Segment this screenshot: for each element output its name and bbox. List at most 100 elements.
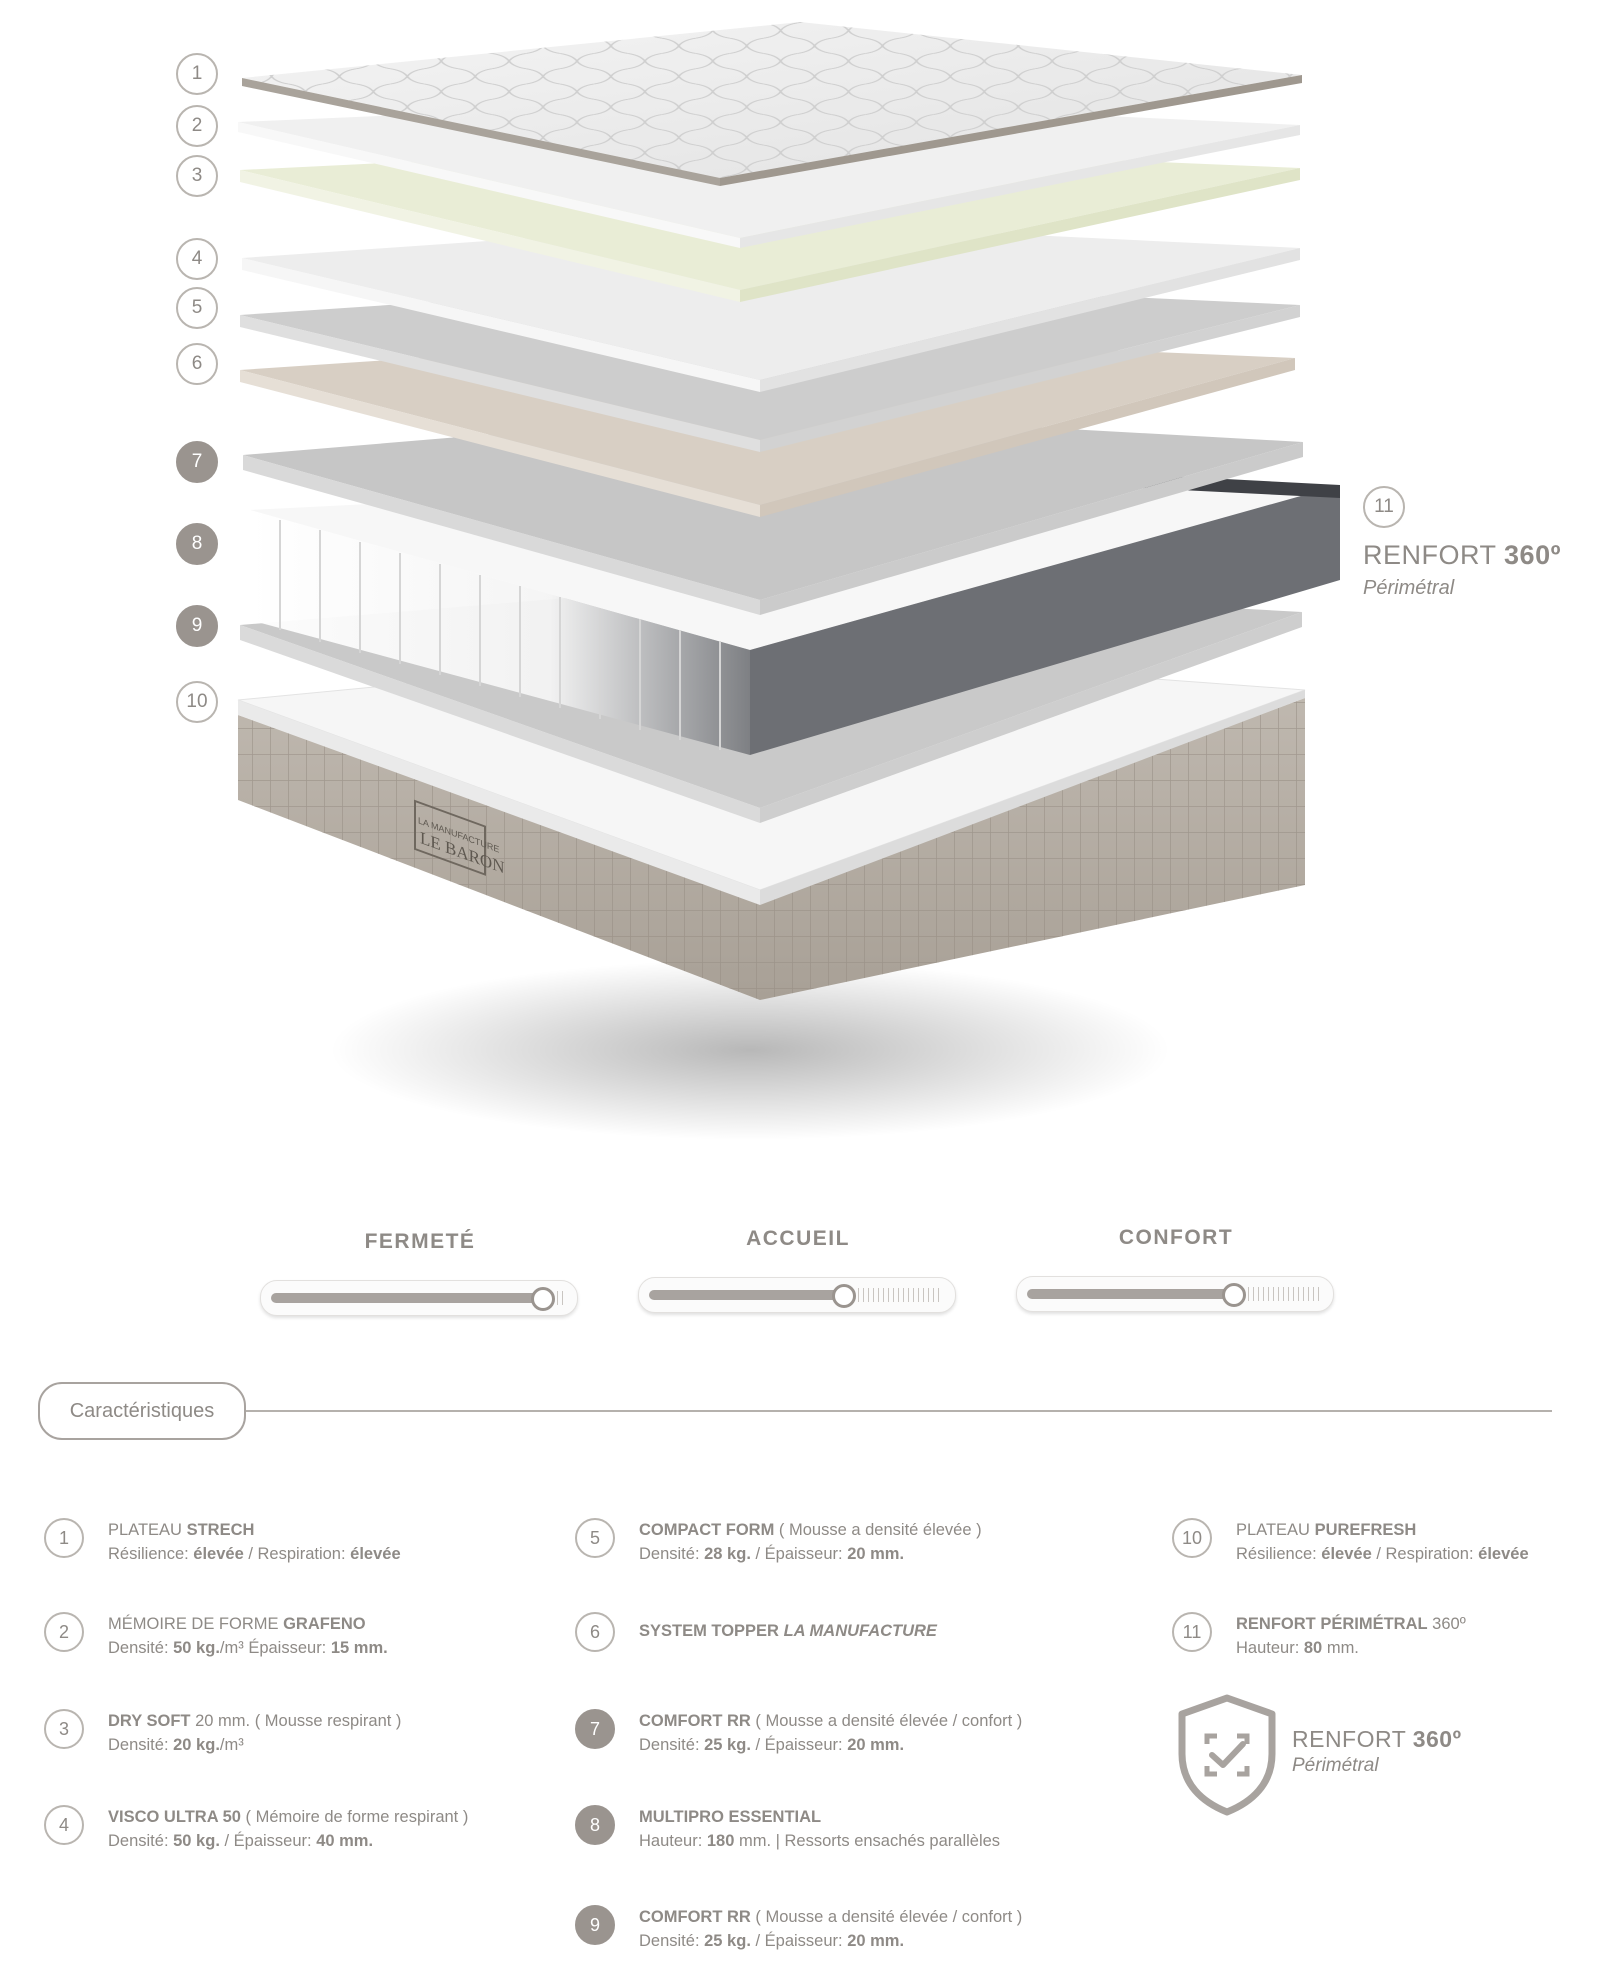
feature-title: DRY SOFT 20 mm. ( Mousse respirant ) [108,1709,401,1733]
reinforcement-title: RENFORT 360º [1363,540,1561,571]
layer-marker-10: 10 [176,681,218,723]
feature-detail-part: mm. [1322,1639,1359,1657]
feature-title-bold: DRY SOFT [108,1712,191,1730]
feature-title: PLATEAU STRECH [108,1518,401,1542]
feature-detail-part: / Épaisseur: [750,1932,848,1950]
feature-detail-part: / Épaisseur: [750,1545,848,1563]
feature-title-bold: MULTIPRO ESSENTIAL [639,1808,822,1826]
feature-title-bold: COMFORT RR [639,1712,751,1730]
feature-detail-value: élevée [193,1545,244,1563]
rating-slider-knob[interactable] [1222,1283,1247,1307]
feature-title-suffix: ( Mousse a densité élevée ) [774,1521,982,1539]
shield-badge-title: RENFORT 360º [1292,1726,1462,1753]
feature-detail-value: 25 kg. [704,1736,751,1754]
feature-detail-part: Densité: [108,1639,174,1657]
feature-number: 7 [575,1709,615,1749]
feature-detail-part: Résilience: [108,1545,194,1563]
feature-text: COMFORT RR ( Mousse a densité élevée / c… [639,1905,1022,1953]
feature-detail: Hauteur: 80 mm. [1236,1636,1466,1660]
feature-title: RENFORT PÉRIMÉTRAL 360º [1236,1612,1466,1636]
feature-detail-part: Densité: [108,1832,174,1850]
feature-detail-part: / Épaisseur: [750,1736,848,1754]
feature-title: SYSTEM TOPPER LA MANUFACTURE [639,1619,937,1643]
feature-detail: Hauteur: 180 mm. | Ressorts ensachés par… [639,1829,1000,1853]
feature-title: MÉMOIRE DE FORME GRAFENO [108,1612,388,1636]
rating-slider-fill [1027,1289,1235,1299]
feature-detail: Densité: 25 kg. / Épaisseur: 20 mm. [639,1929,1022,1953]
feature-title-bold: VISCO ULTRA 50 [108,1808,241,1826]
layer-marker-3: 3 [176,155,218,197]
feature-detail-value: 80 [1303,1639,1323,1657]
layer-marker-1: 1 [176,53,218,95]
feature-number: 10 [1172,1518,1212,1558]
feature-detail: Densité: 28 kg. / Épaisseur: 20 mm. [639,1542,982,1566]
feature-detail-value: élevée [1321,1545,1372,1563]
feature-detail-part: Hauteur: [1236,1639,1304,1657]
feature-number: 3 [44,1709,84,1749]
feature-number: 5 [575,1518,615,1558]
feature-detail-value: élevée [350,1545,401,1563]
rating-slider-track[interactable] [638,1277,956,1313]
feature-detail: Résilience: élevée / Respiration: élevée [1236,1542,1529,1566]
feature-text: COMPACT FORM ( Mousse a densité élevée )… [639,1518,982,1566]
feature-detail-part: /m³ [219,1736,244,1754]
rating-label: ACCUEIL [746,1227,850,1250]
reinforcement-title-bold: 360º [1504,540,1561,570]
feature-detail-value: 40 mm. [316,1832,374,1850]
feature-number: 1 [44,1518,84,1558]
feature-detail-value: 25 kg. [704,1932,751,1950]
feature-detail-value: 20 mm. [847,1736,905,1754]
feature-title-suffix: 20 mm. ( Mousse respirant ) [190,1712,402,1730]
feature-text: COMFORT RR ( Mousse a densité élevée / c… [639,1709,1022,1757]
feature-title: COMPACT FORM ( Mousse a densité élevée ) [639,1518,982,1542]
reinforcement-subtitle: Périmétral [1363,577,1455,599]
rating-slider-knob[interactable] [832,1284,857,1308]
feature-title-bold: SYSTEM TOPPER [639,1622,784,1640]
rating-fermete: FERMETÉ [260,1230,580,1316]
rating-slider-knob[interactable] [531,1287,556,1311]
rating-slider-ticks [1248,1287,1319,1301]
layer-marker-11: 11 [1363,486,1405,528]
rating-slider-fill [649,1290,845,1300]
feature-text: MULTIPRO ESSENTIAL Hauteur: 180 mm. | Res… [639,1805,1000,1853]
feature-detail: Densité: 50 kg. / Épaisseur: 40 mm. [108,1829,468,1853]
feature-number: 6 [575,1612,615,1652]
feature-text: VISCO ULTRA 50 ( Mémoire de forme respir… [108,1805,468,1853]
feature-number: 4 [44,1805,84,1845]
feature-title-prefix: MÉMOIRE DE FORME [108,1615,284,1633]
characteristics-tab[interactable]: Caractéristiques [38,1382,246,1440]
feature-title-bold: PUREFRESH [1314,1521,1417,1539]
layer-marker-6: 6 [176,343,218,385]
feature-title-italic: LA MANUFACTURE [783,1622,937,1640]
rating-slider-ticks [557,1291,563,1305]
feature-detail: Densité: 20 kg./m³ [108,1733,401,1757]
mattress-exploded-illustration: LA MANUFACTURE LE BARON [176,22,1561,1140]
layer-marker-2: 2 [176,105,218,147]
feature-title-bold: GRAFENO [283,1615,366,1633]
mattress-layers-drawing: LA MANUFACTURE LE BARON [237,22,1340,1140]
shield-icon [1172,1692,1282,1818]
feature-number: 9 [575,1905,615,1945]
feature-title: COMFORT RR ( Mousse a densité élevée / c… [639,1709,1022,1733]
feature-text: SYSTEM TOPPER LA MANUFACTURE [639,1619,937,1643]
rating-label: FERMETÉ [364,1230,476,1253]
feature-title: MULTIPRO ESSENTIAL [639,1805,1000,1829]
feature-detail: Densité: 25 kg. / Épaisseur: 20 mm. [639,1733,1022,1757]
feature-detail-value: 20 kg. [173,1736,220,1754]
feature-title: COMFORT RR ( Mousse a densité élevée / c… [639,1905,1022,1929]
feature-detail-part: Résilience: [1236,1545,1322,1563]
feature-detail-value: 20 mm. [847,1932,905,1950]
feature-detail: Densité: 50 kg./m³ Épaisseur: 15 mm. [108,1636,388,1660]
rating-slider-track[interactable] [1016,1276,1334,1312]
shield-badge-text: RENFORT 360º Périmétral [1292,1726,1462,1777]
feature-title-bold: COMFORT RR [639,1908,751,1926]
feature-detail-part: Densité: [639,1736,705,1754]
feature-detail-part: / Épaisseur: [219,1832,317,1850]
characteristics-divider [246,1410,1552,1412]
feature-title: VISCO ULTRA 50 ( Mémoire de forme respir… [108,1805,468,1829]
rating-slider-track[interactable] [260,1280,578,1316]
